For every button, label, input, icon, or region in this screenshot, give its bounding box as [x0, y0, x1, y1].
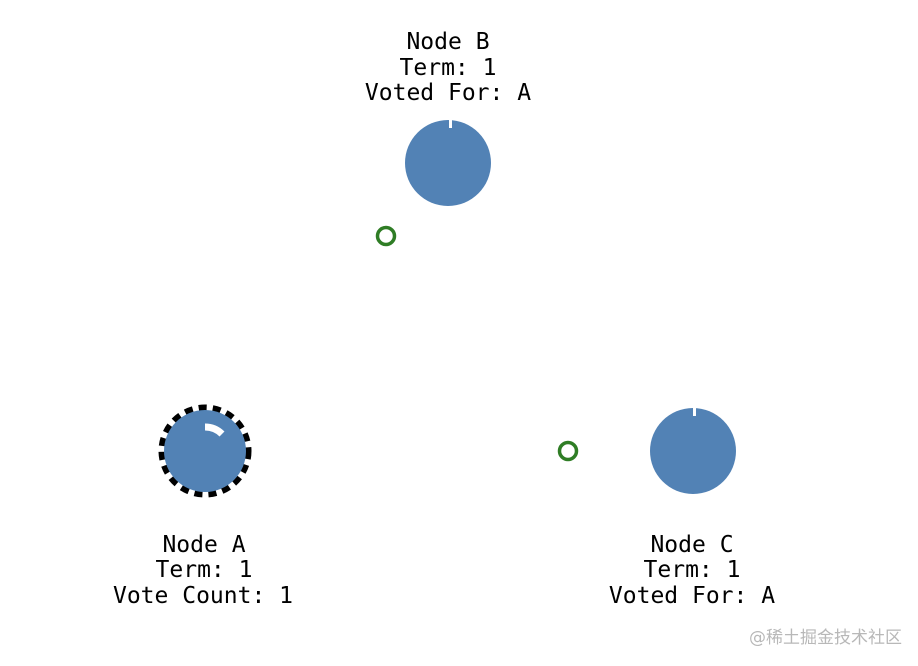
- node-b-election-timer-mark: [449, 120, 452, 128]
- node-b-term: Term: 1: [400, 55, 497, 81]
- node-a-term: Term: 1: [156, 557, 253, 583]
- node-a-vote-count: Vote Count: 1: [113, 583, 293, 609]
- node-c: Node C Term: 1 Voted For: A: [609, 408, 775, 609]
- node-c-circle: [650, 408, 736, 494]
- node-b-voted-for: Voted For: A: [365, 80, 531, 106]
- node-b-name: Node B: [406, 29, 489, 55]
- node-a-circle: [164, 410, 246, 492]
- node-c-term: Term: 1: [644, 557, 741, 583]
- node-c-name: Node C: [650, 532, 733, 558]
- node-c-election-timer-mark: [693, 408, 696, 416]
- vote-message-from-b: [375, 225, 397, 247]
- node-a-name: Node A: [162, 532, 245, 558]
- watermark: @稀土掘金技术社区: [749, 628, 902, 648]
- node-a-election-timer-arc: [204, 423, 225, 437]
- node-a-candidate-outline: [158, 404, 252, 498]
- node-c-voted-for: Voted For: A: [609, 583, 775, 609]
- node-b-circle: [405, 120, 491, 206]
- node-a: Node A Term: 1 Vote Count: 1: [113, 404, 293, 609]
- vote-message-from-c: [557, 440, 579, 462]
- node-b: Node B Term: 1 Voted For: A: [365, 29, 531, 206]
